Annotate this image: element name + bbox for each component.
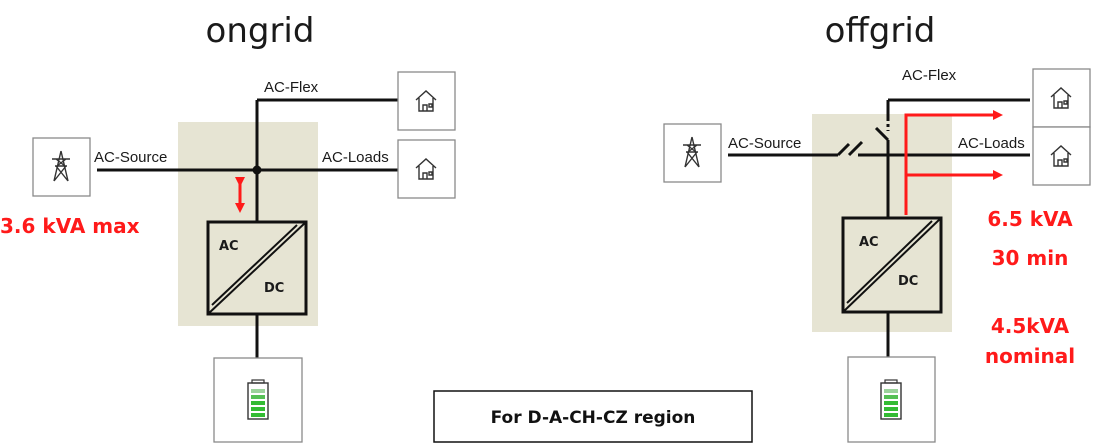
offgrid-switch-1 — [836, 142, 851, 157]
ongrid-ac-flex-label: AC-Flex — [264, 79, 319, 96]
offgrid-switch-1b — [847, 140, 864, 157]
ongrid-flex-house-box — [397, 71, 456, 131]
offgrid-converter-diagonal-2 — [846, 220, 933, 304]
ongrid-diagram: ongrid AC DC AC-Flex AC-Source AC-Loads … — [0, 11, 456, 443]
offgrid-peak-duration: 30 min — [992, 246, 1069, 270]
region-note-text: For D-A-CH-CZ region — [491, 408, 696, 428]
offgrid-title: offgrid — [825, 11, 936, 51]
offgrid-ac-flex-label: AC-Flex — [902, 67, 957, 84]
battery-icon — [880, 379, 902, 420]
offgrid-nominal-power: 4.5kVA — [991, 314, 1070, 338]
offgrid-nominal-label: nominal — [985, 344, 1075, 368]
offgrid-converter-dc: DC — [898, 274, 918, 289]
ongrid-battery-box — [213, 357, 303, 443]
ongrid-converter-diagonal — [207, 221, 307, 315]
offgrid-loads-house-box — [1032, 126, 1091, 186]
ongrid-converter-ac: AC — [219, 239, 239, 254]
ongrid-converter — [206, 220, 308, 316]
offgrid-converter-diagonal — [842, 217, 942, 313]
region-note-box: For D-A-CH-CZ region — [433, 390, 753, 443]
ongrid-ac-source-label: AC-Source — [94, 149, 167, 166]
offgrid-battery-box — [847, 356, 936, 443]
ongrid-power-limit: 3.6 kVA max — [0, 214, 140, 238]
ongrid-grid-box — [32, 137, 91, 197]
offgrid-converter — [841, 216, 943, 314]
offgrid-switch-2 — [874, 126, 890, 142]
offgrid-flex-power-arrow — [904, 110, 1003, 215]
ongrid-loads-house-box — [397, 139, 456, 199]
ongrid-junction — [252, 165, 262, 175]
offgrid-flex-house-box — [1032, 68, 1091, 128]
ongrid-inverter-panel — [178, 122, 318, 326]
battery-icon — [247, 379, 269, 420]
ongrid-converter-diagonal-2 — [211, 224, 298, 306]
offgrid-ac-loads-label: AC-Loads — [958, 135, 1025, 152]
offgrid-converter-ac: AC — [859, 235, 879, 250]
offgrid-ac-source-label: AC-Source — [728, 135, 801, 152]
offgrid-grid-box — [663, 123, 722, 183]
offgrid-peak-power: 6.5 kVA — [987, 207, 1073, 231]
ongrid-title: ongrid — [206, 11, 315, 51]
ongrid-converter-dc: DC — [264, 281, 284, 296]
offgrid-diagram: offgrid AC DC AC-Flex AC-Source AC-Loads… — [663, 11, 1091, 443]
ongrid-ac-loads-label: AC-Loads — [322, 149, 389, 166]
